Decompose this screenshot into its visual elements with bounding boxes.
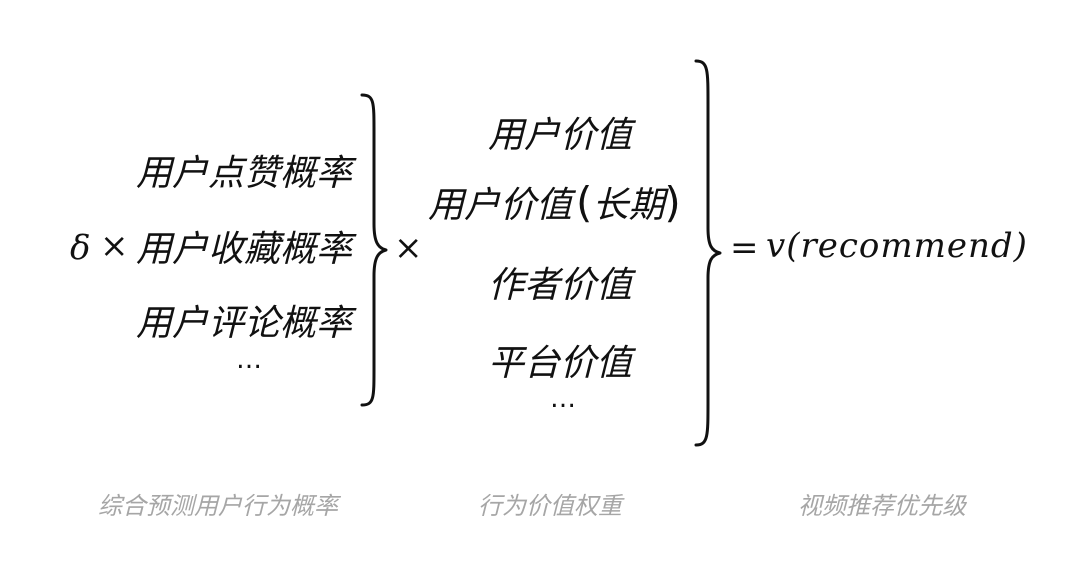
value-author: 作者价值 [488, 265, 633, 306]
delta-symbol: δ [70, 228, 91, 268]
prob-like: 用户点赞概率 [136, 153, 353, 194]
right-brace [694, 59, 722, 447]
paren-open: ( [576, 178, 593, 227]
left-brace [360, 93, 388, 407]
value-user-longterm: 用户价值(长期) [428, 176, 681, 228]
value-user: 用户价值 [488, 115, 633, 156]
multiply-sign-middle: × [394, 228, 423, 268]
longterm-label: 长期 [592, 185, 665, 226]
prob-comment: 用户评论概率 [136, 303, 353, 344]
recommend-expression: v(recommend) [766, 226, 1028, 266]
paren-close: ) [664, 178, 681, 227]
caption-behavior-probability: 综合预测用户行为概率 [98, 492, 338, 520]
prob-favorite: 用户收藏概率 [136, 229, 353, 270]
caption-value-weight: 行为价值权重 [478, 492, 622, 520]
equals-sign: = [730, 228, 759, 268]
left-ellipsis: … [236, 345, 262, 375]
middle-ellipsis: … [550, 384, 576, 414]
value-platform: 平台价值 [488, 343, 633, 384]
multiply-sign-left: × [100, 226, 129, 266]
caption-recommend-priority: 视频推荐优先级 [798, 492, 966, 520]
value-user-longterm-label: 用户价值 [428, 185, 573, 226]
